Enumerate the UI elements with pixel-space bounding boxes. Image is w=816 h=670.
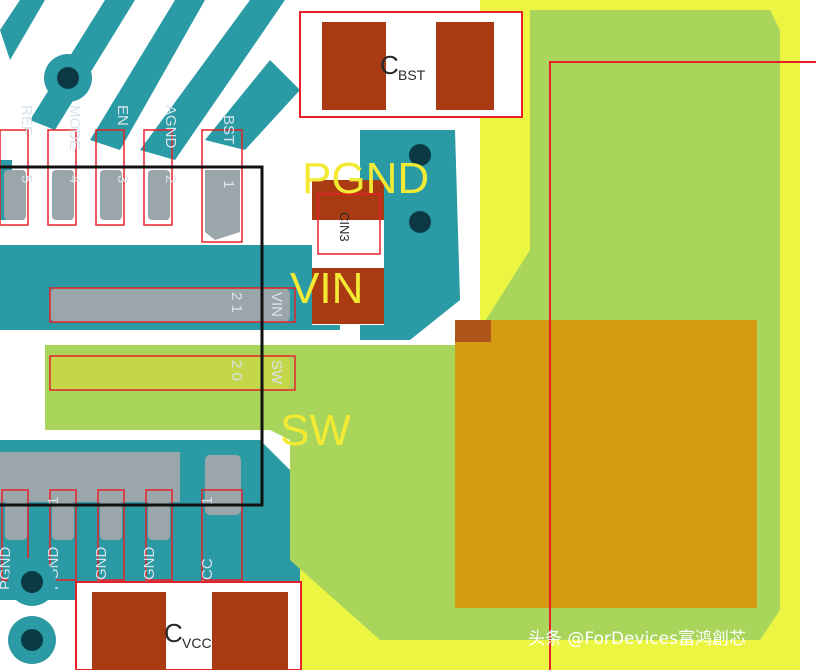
pin-labels-top: REF MODE EN AGND BST 5 4 3 2 1 [18, 105, 237, 188]
outline-vin-side [49, 287, 296, 323]
pad-ref [4, 170, 26, 220]
trace-4 [140, 0, 285, 160]
pad-sw-side [50, 356, 290, 390]
inductor-outline [549, 61, 816, 670]
pad-mode [52, 170, 74, 220]
net-label-sw: SW [280, 406, 351, 455]
inductor-pad [455, 320, 757, 608]
pin-num-2: 2 [162, 175, 179, 183]
pin-label-pgnd-d: PGND [141, 546, 158, 590]
trace-1 [0, 0, 45, 60]
cbst-label-sub: BST [398, 67, 426, 83]
cvcc-label-sub: VCC [182, 635, 212, 651]
cap-cin3: CIN3 [312, 180, 384, 325]
side-pin-num-vin: 2 1 [228, 292, 245, 313]
sw-pad-small [455, 320, 491, 342]
pin-label-pgnd-c: PGND [93, 546, 110, 590]
outline-sw-side [49, 355, 296, 391]
pin-label-en: EN [114, 105, 131, 126]
side-pin-label-sw: SW [268, 360, 285, 385]
pin-label-mode: MODE [66, 105, 83, 150]
side-pin-label-vin: VIN [268, 292, 285, 317]
net-label-pgnd: PGND [302, 154, 429, 203]
cap-cbst: C BST [299, 11, 523, 118]
pin-outlines-top [0, 129, 243, 243]
pin-num-4: 4 [66, 175, 83, 183]
pin-outlines-bottom [1, 489, 243, 581]
cap-cvcc: C VCC [75, 581, 302, 670]
trace-3 [90, 0, 205, 150]
cin3-label: CIN3 [337, 212, 352, 242]
pad-en [100, 170, 122, 220]
pin-label-agnd: AGND [162, 105, 179, 149]
vias [8, 54, 444, 664]
pad-bst [205, 170, 240, 240]
ic-body-outline [0, 165, 264, 507]
pin-num-3: 3 [114, 175, 131, 183]
side-pin-num-sw: 2 0 [228, 360, 245, 381]
pin-num-5: 5 [18, 175, 35, 183]
watermark-text: 头条 @ForDevices富鸿創芯 [528, 629, 746, 649]
cbst-label-main: C [380, 50, 399, 80]
pad-vin-side [50, 288, 290, 322]
pin-num-bottom-vcc: 1 [199, 497, 216, 505]
pin-label-ref: REF [18, 105, 35, 135]
ic-pads-top [4, 170, 240, 240]
trace-5 [205, 60, 300, 150]
cvcc-label-main: C [164, 618, 183, 648]
ic-pads-bottom [0, 452, 241, 540]
pin-label-bst: BST [220, 115, 237, 144]
net-label-vin: VIN [290, 264, 363, 313]
pad-agnd [148, 170, 170, 220]
pin-num-1: 1 [220, 180, 237, 188]
pin-num-bottom-b: 1 [45, 497, 62, 505]
